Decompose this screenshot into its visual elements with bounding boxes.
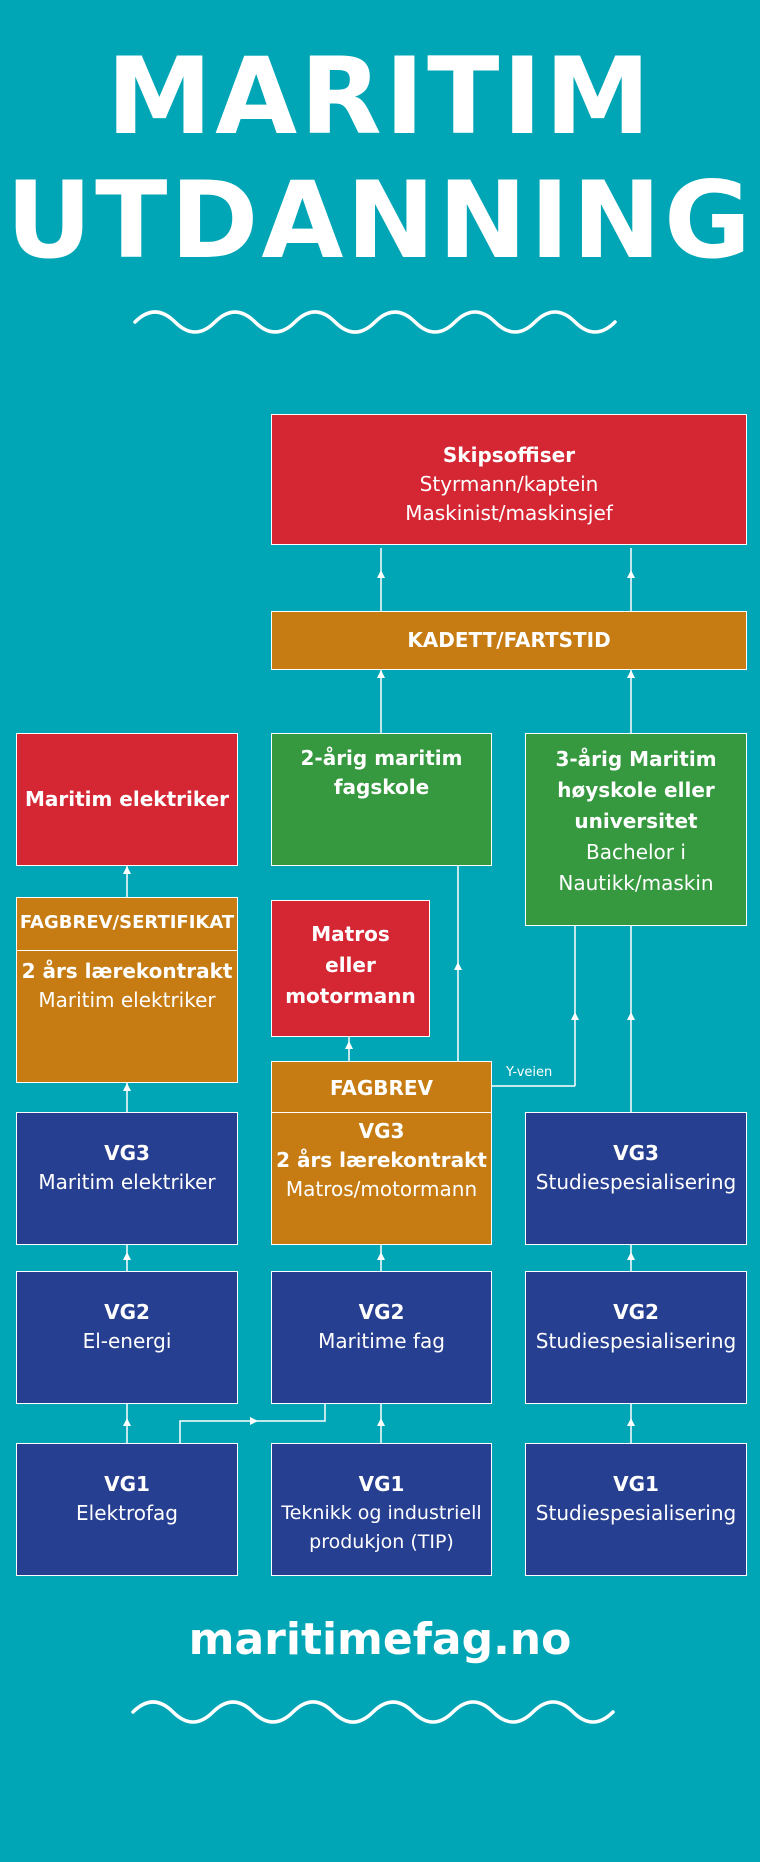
vg1-tip-line-1: Teknikk og industriell xyxy=(281,1502,482,1524)
hoyskole-line-1: 3-årig Maritim xyxy=(555,747,717,771)
website-url[interactable]: maritimefag.no xyxy=(188,1614,572,1665)
fagbrev-title: VG3 xyxy=(358,1119,405,1143)
vg2-studie-box: VG2 Studiespesialisering xyxy=(525,1271,747,1404)
fagbrev-sertifikat-header: FAGBREV/SERTIFIKAT xyxy=(19,912,235,933)
skipsoffiser-box: Skipsoffiser Styrmann/kaptein Maskinist/… xyxy=(271,414,747,545)
title-line-1: MARITIM xyxy=(106,35,654,158)
vg2-el-energi-box: VG2 El-energi xyxy=(16,1271,238,1404)
fagskole-line-2: fagskole xyxy=(333,775,430,799)
matros-box: Matros eller motormann xyxy=(271,900,430,1037)
hoyskole-line-2: høyskole eller xyxy=(557,778,715,802)
matros-line-1: Matros xyxy=(311,922,390,946)
vg1-tip-box: VG1 Teknikk og industriell produkjon (TI… xyxy=(271,1443,492,1576)
skipsoffiser-line-2: Maskinist/maskinsjef xyxy=(405,501,613,525)
maritim-elektriker-title: Maritim elektriker xyxy=(24,787,230,811)
skipsoffiser-line-1: Styrmann/kaptein xyxy=(419,472,599,496)
y-veien-label: Y-veien xyxy=(506,1065,553,1080)
hoyskole-line-3: universitet xyxy=(574,809,698,833)
fagbrev-sertifikat-divider xyxy=(17,950,237,951)
vg2-el-energi-title: VG2 xyxy=(104,1300,150,1324)
vg1-elektrofag-box: VG1 Elektrofag xyxy=(16,1443,238,1576)
kadett-fartstid-box: KADETT/FARTSTID xyxy=(271,611,747,670)
fagbrev-line-1: 2 års lærekontrakt xyxy=(276,1148,487,1172)
vg2-studie-subtitle: Studiespesialisering xyxy=(535,1329,737,1353)
kadett-fartstid-title: KADETT/FARTSTID xyxy=(407,628,611,652)
vg2-studie-title: VG2 xyxy=(613,1300,659,1324)
vg1-elektrofag-subtitle: Elektrofag xyxy=(76,1501,178,1525)
vg3-elektriker-title: VG3 xyxy=(104,1141,150,1165)
wave-decoration-bottom xyxy=(131,1700,615,1724)
hoyskole-box: 3-årig Maritim høyskole eller universite… xyxy=(525,733,747,926)
vg3-elektriker-box: VG3 Maritim elektriker xyxy=(16,1112,238,1245)
vg1-tip-line-2: produkjon (TIP) xyxy=(309,1531,454,1553)
vg3-studie-box: VG3 Studiespesialisering xyxy=(525,1112,747,1245)
vg3-elektriker-subtitle: Maritim elektriker xyxy=(38,1170,216,1194)
fagbrev-sertifikat-subtitle: Maritim elektriker xyxy=(38,988,216,1012)
matros-line-2: eller xyxy=(325,953,376,977)
matros-line-3: motormann xyxy=(285,984,416,1008)
fagbrev-header: FAGBREV xyxy=(329,1076,434,1100)
hoyskole-line-5: Nautikk/maskin xyxy=(558,871,714,895)
title-line-2: UTDANNING xyxy=(6,159,754,282)
fagskole-box: 2-årig maritim fagskole xyxy=(271,733,492,866)
vg1-elektrofag-title: VG1 xyxy=(104,1472,150,1496)
vg3-studie-subtitle: Studiespesialisering xyxy=(535,1170,737,1194)
vg2-maritime-fag-title: VG2 xyxy=(358,1300,405,1324)
wave-decoration-top xyxy=(133,310,617,334)
vg3-studie-title: VG3 xyxy=(613,1141,659,1165)
vg2-maritime-fag-subtitle: Maritime fag xyxy=(318,1329,445,1353)
vg1-studie-title: VG1 xyxy=(613,1472,659,1496)
vg1-studie-subtitle: Studiespesialisering xyxy=(535,1501,737,1525)
vg2-el-energi-subtitle: El-energi xyxy=(82,1329,172,1353)
vg1-tip-title: VG1 xyxy=(358,1472,405,1496)
fagskole-line-1: 2-årig maritim xyxy=(300,746,463,770)
fagbrev-sertifikat-title: 2 års lærekontrakt xyxy=(21,959,233,983)
fagbrev-box: FAGBREV VG3 2 års lærekontrakt Matros/mo… xyxy=(271,1061,492,1245)
fagbrev-line-2: Matros/motormann xyxy=(285,1177,478,1201)
vg2-maritime-fag-box: VG2 Maritime fag xyxy=(271,1271,492,1404)
maritim-elektriker-box: Maritim elektriker xyxy=(16,733,238,866)
vg1-studie-box: VG1 Studiespesialisering xyxy=(525,1443,747,1576)
fagbrev-sertifikat-box: FAGBREV/SERTIFIKAT 2 års lærekontrakt Ma… xyxy=(16,897,238,1083)
hoyskole-line-4: Bachelor i xyxy=(586,840,686,864)
skipsoffiser-title: Skipsoffiser xyxy=(442,443,576,467)
fagbrev-divider xyxy=(272,1112,491,1113)
